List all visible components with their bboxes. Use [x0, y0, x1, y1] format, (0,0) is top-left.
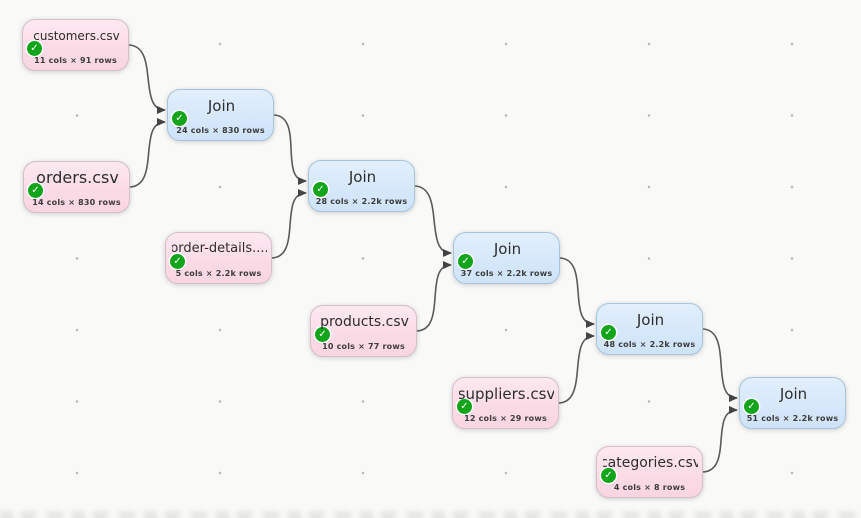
connector-join2-to-join3[interactable]	[413, 185, 452, 257]
connector-join1-to-join2[interactable]	[272, 114, 307, 185]
node-stats: 14 cols × 830 rows	[32, 198, 121, 207]
status-ok-icon: ✓	[313, 182, 328, 197]
connector-categories-to-join5[interactable]	[701, 406, 738, 473]
connector-join4-to-join5[interactable]	[701, 328, 738, 402]
connector-order-details-to-join2[interactable]	[270, 189, 307, 259]
connector-join3-to-join4[interactable]	[558, 257, 595, 328]
node-title: suppliers.csv	[459, 384, 554, 403]
node-stats: 11 cols × 91 rows	[34, 56, 117, 65]
node-stats: 12 cols × 29 rows	[464, 414, 547, 423]
node-customers[interactable]: ✓customers.csv 11 cols × 91 rows	[22, 19, 129, 71]
node-products[interactable]: ✓products.csv 10 cols × 77 rows	[310, 305, 417, 357]
status-ok-icon: ✓	[27, 41, 42, 56]
node-suppliers[interactable]: ✓suppliers.csv 12 cols × 29 rows	[452, 377, 559, 429]
node-join1[interactable]: ✓ Join 24 cols × 830 rows	[167, 89, 274, 141]
connector-products-to-join3[interactable]	[415, 261, 452, 332]
node-stats: 4 cols × 8 rows	[613, 483, 686, 492]
node-join2[interactable]: ✓ Join 28 cols × 2.2k rows	[308, 160, 415, 212]
status-ok-icon: ✓	[744, 399, 759, 414]
node-stats: 24 cols × 830 rows	[176, 126, 265, 135]
node-title: Join	[779, 384, 808, 403]
node-join5[interactable]: ✓ Join 51 cols × 2.2k rows	[739, 377, 846, 429]
bottom-edge-artifact	[0, 511, 861, 518]
node-title: Join	[493, 239, 522, 258]
node-stats: 51 cols × 2.2k rows	[746, 414, 839, 423]
node-stats: 10 cols × 77 rows	[322, 342, 405, 351]
node-join4[interactable]: ✓ Join 48 cols × 2.2k rows	[596, 303, 703, 355]
status-ok-icon: ✓	[315, 327, 330, 342]
connector-customers-to-join1[interactable]	[127, 44, 166, 114]
node-title: order-details....	[172, 241, 267, 256]
status-ok-icon: ✓	[601, 325, 616, 340]
status-ok-icon: ✓	[601, 468, 616, 483]
status-ok-icon: ✓	[28, 183, 43, 198]
connector-orders-to-join1[interactable]	[128, 118, 166, 188]
node-title: Join	[348, 167, 377, 186]
node-join3[interactable]: ✓ Join 37 cols × 2.2k rows	[453, 232, 560, 284]
node-order-details[interactable]: ✓order-details.... 5 cols × 2.2k rows	[165, 232, 272, 284]
status-ok-icon: ✓	[458, 254, 473, 269]
node-title: customers.csv	[33, 28, 120, 43]
node-stats: 37 cols × 2.2k rows	[460, 269, 553, 278]
node-stats: 28 cols × 2.2k rows	[315, 197, 408, 206]
connector-suppliers-to-join4[interactable]	[557, 332, 595, 404]
status-ok-icon: ✓	[172, 111, 187, 126]
node-orders[interactable]: ✓orders.csv 14 cols × 830 rows	[23, 161, 130, 213]
node-title: categories.csv	[603, 454, 698, 471]
node-stats: 48 cols × 2.2k rows	[603, 340, 696, 349]
node-stats: 5 cols × 2.2k rows	[175, 269, 262, 278]
node-title: orders.csv	[36, 168, 119, 187]
node-title: Join	[636, 310, 665, 329]
node-categories[interactable]: ✓categories.csv 4 cols × 8 rows	[596, 446, 703, 498]
node-title: products.csv	[320, 313, 409, 330]
node-title: Join	[207, 96, 236, 115]
status-ok-icon: ✓	[457, 399, 472, 414]
status-ok-icon: ✓	[170, 254, 185, 269]
